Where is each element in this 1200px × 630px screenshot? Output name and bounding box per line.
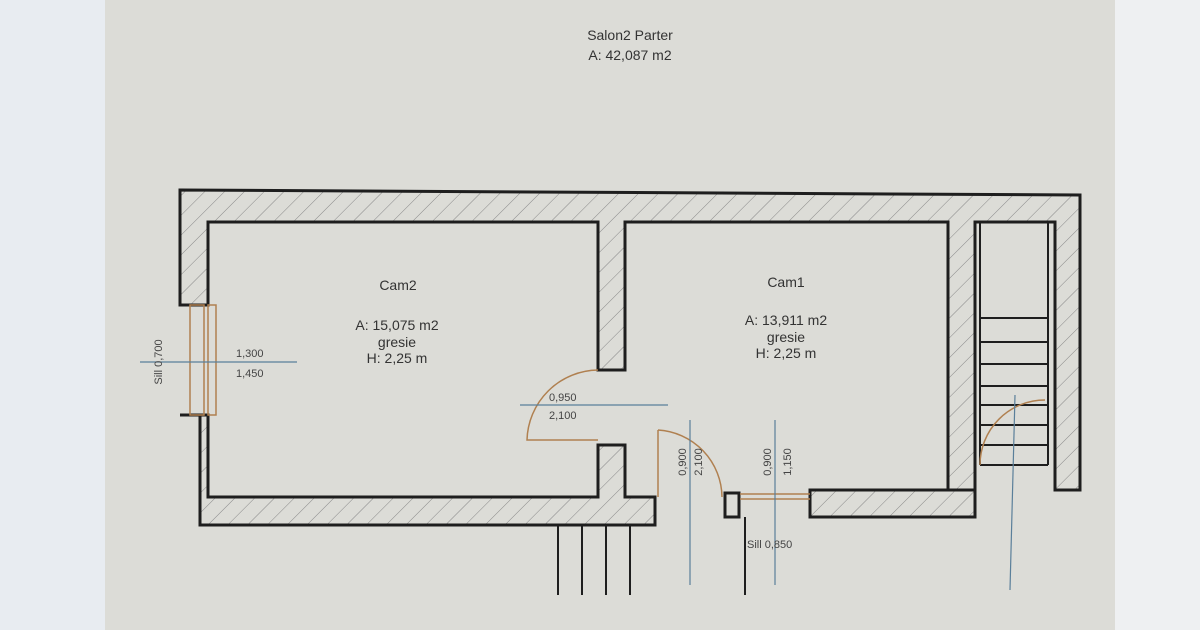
- plan-title: Salon2 Parter: [587, 27, 673, 43]
- doors-windows: [189, 304, 1046, 500]
- room-name-cam1: Cam1: [767, 274, 805, 290]
- dimension-lines: [140, 361, 1016, 591]
- room-height-cam1: H: 2,25 m: [756, 345, 817, 361]
- room-area-cam1: A: 13,911 m2: [745, 312, 827, 328]
- room-name-cam2: Cam2: [379, 277, 417, 293]
- left-window-width: 1,300: [236, 348, 264, 360]
- entry-door-height: 2,100: [693, 448, 705, 476]
- left-window-height: 1,450: [236, 368, 264, 380]
- right-window-sill: Sill 0,850: [747, 539, 792, 551]
- right-window-height: 1,150: [782, 448, 794, 476]
- walls: [178, 188, 1082, 595]
- inner-door-width: 0,950: [549, 392, 577, 404]
- room-area-cam2: A: 15,075 m2: [355, 317, 438, 333]
- left-window-sill: Sill 0,700: [153, 339, 165, 384]
- background: [1115, 0, 1200, 630]
- inner-door-height: 2,100: [549, 410, 577, 422]
- plan-total-area: A: 42,087 m2: [588, 47, 671, 63]
- right-window-width: 0,900: [762, 448, 774, 476]
- room-floor-cam1: gresie: [767, 329, 805, 345]
- room-floor-cam2: gresie: [378, 334, 416, 350]
- entry-door-width: 0,900: [677, 448, 689, 476]
- room-height-cam2: H: 2,25 m: [367, 350, 428, 366]
- staircase-entry: [557, 517, 746, 595]
